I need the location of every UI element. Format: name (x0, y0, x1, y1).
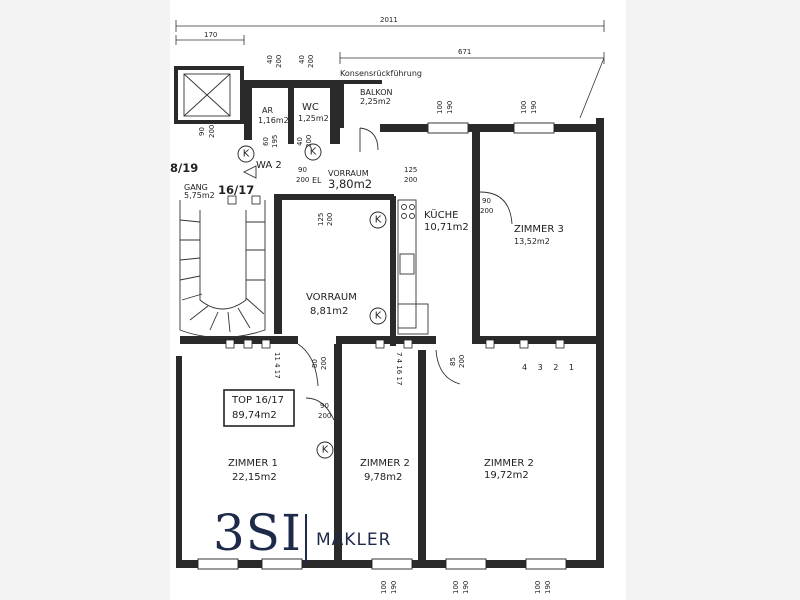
kitchen-counter (397, 199, 429, 335)
left-margin (0, 0, 170, 600)
door-dim-v2-w: 125 (317, 213, 325, 226)
door-dim-z2a-w: 90 (320, 402, 329, 410)
door-dim-v1-w: 90 (298, 166, 307, 174)
windows (197, 122, 567, 570)
window-dim-3-h: 190 (390, 581, 398, 594)
zimmer3-area: 13,52m2 (514, 237, 550, 246)
logo-divider (305, 514, 307, 564)
walls (174, 66, 604, 568)
vorraum2-label: VORRAUM (306, 292, 357, 303)
door-dim-z3-w: 90 (482, 197, 491, 205)
kamin-icon-2: K (310, 147, 317, 158)
door-dim-k-h: 200 (404, 176, 417, 184)
door-dim-z1-h: 200 (320, 357, 328, 370)
kueche-area: 10,71m2 (424, 222, 469, 233)
window-dim-5-w: 100 (534, 581, 542, 594)
konsens-label: Konsensrückführung (340, 69, 422, 78)
window-dim-2-w: 100 (520, 101, 528, 114)
vorraum1-label: VORRAUM (328, 169, 369, 178)
window-dim-4-h: 190 (462, 581, 470, 594)
wc-label: WC (302, 102, 319, 113)
dim-right-width: 671 (458, 48, 471, 56)
door-dim-wc-h: 200 (307, 55, 315, 68)
door-dim-lift-h: 200 (208, 125, 216, 138)
unit-frame (223, 389, 295, 427)
door-dim-v2-h: 200 (326, 213, 334, 226)
door-dim-ar2-w: 60 (262, 137, 270, 146)
window-dim-5-h: 190 (544, 581, 552, 594)
kueche-label: KÜCHE (424, 208, 458, 221)
door-swings (242, 127, 513, 421)
window-dim-1-h: 190 (446, 101, 454, 114)
chimney-code-a: 11 4 17 (273, 352, 281, 379)
staircase (179, 200, 266, 338)
window-dim-2-h: 190 (530, 101, 538, 114)
door-dim-k-w: 125 (404, 166, 417, 174)
vorraum2-area: 8,81m2 (310, 306, 348, 317)
door-dim-lift-w: 90 (198, 127, 206, 136)
zimmer2a-label: ZIMMER 2 (360, 458, 410, 469)
balkon-area: 2,25m2 (360, 97, 391, 106)
ar-area: 1,16m2 (258, 116, 289, 125)
zimmer3-label: ZIMMER 3 (514, 224, 564, 235)
unit-prev-label: 8/19 (170, 161, 198, 175)
wa2-label: WA 2 (256, 160, 282, 171)
door-dim-z2b-w: 85 (449, 357, 457, 366)
wc-area: 1,25m2 (298, 114, 329, 123)
vorraum1-area: 3,80m2 (328, 177, 372, 191)
door-dim-ar-w: 40 (266, 55, 274, 64)
door-dim-v1-h: 200 (296, 176, 309, 184)
zimmer1-label: ZIMMER 1 (228, 458, 278, 469)
door-dim-lift: 90 200 (198, 125, 216, 138)
door-dim-z2b-h: 200 (458, 355, 466, 368)
unit-label: 16/17 (218, 183, 254, 197)
kamin-markers (237, 143, 387, 459)
ar-label: AR (262, 106, 273, 115)
window-dim-3-w: 100 (380, 581, 388, 594)
lift-cross (183, 73, 231, 117)
window-dim-4-w: 100 (452, 581, 460, 594)
door-dim-wc-w: 40 (298, 55, 306, 64)
hatch-columns (225, 195, 565, 349)
door-dim-z2a-h: 200 (318, 412, 331, 420)
door-dims: 90 200 40 200 40 200 60 195 40 200 90 20… (198, 55, 552, 594)
zimmer2b-label: ZIMMER 2 (484, 458, 534, 469)
door-dim-ar2-h: 195 (271, 135, 279, 148)
dimension-lines (175, 20, 605, 119)
door-dim-wc2-w: 40 (296, 137, 304, 146)
logo-mark: 3SI (213, 504, 302, 562)
balkon-label: BALKON (360, 88, 393, 97)
zimmer1-area: 22,15m2 (232, 472, 277, 483)
logo-name: MAKLER (316, 530, 392, 550)
door-dim-z3-h: 200 (480, 207, 493, 215)
dim-total-width: 2011 (380, 16, 398, 24)
kamin-icon-5: K (322, 445, 329, 456)
door-dim-ar-h: 200 (275, 55, 283, 68)
door-dim-wc2-h: 200 (305, 135, 313, 148)
kamin-icon-3: K (375, 215, 382, 226)
top-area: 89,74m2 (232, 410, 277, 421)
top-label: TOP 16/17 (231, 395, 284, 406)
gang-area: 5,75m2 (184, 191, 215, 200)
right-margin (626, 0, 800, 600)
zimmer2b-area: 19,72m2 (484, 470, 529, 481)
zimmer2a-area: 9,78m2 (364, 472, 402, 483)
el-label: EL (312, 176, 322, 185)
chimney-code-c: 4 3 2 1 (522, 363, 578, 372)
kamin-icon-1: K (243, 149, 250, 160)
window-dim-1-w: 100 (436, 101, 444, 114)
chimney-code-b: 7 4 16 17 (395, 352, 403, 385)
door-dim-z1-w: 80 (311, 359, 319, 368)
kamin-icon-4: K (375, 311, 382, 322)
dim-stair-width: 170 (204, 31, 217, 39)
gang-label: GANG (184, 183, 208, 192)
